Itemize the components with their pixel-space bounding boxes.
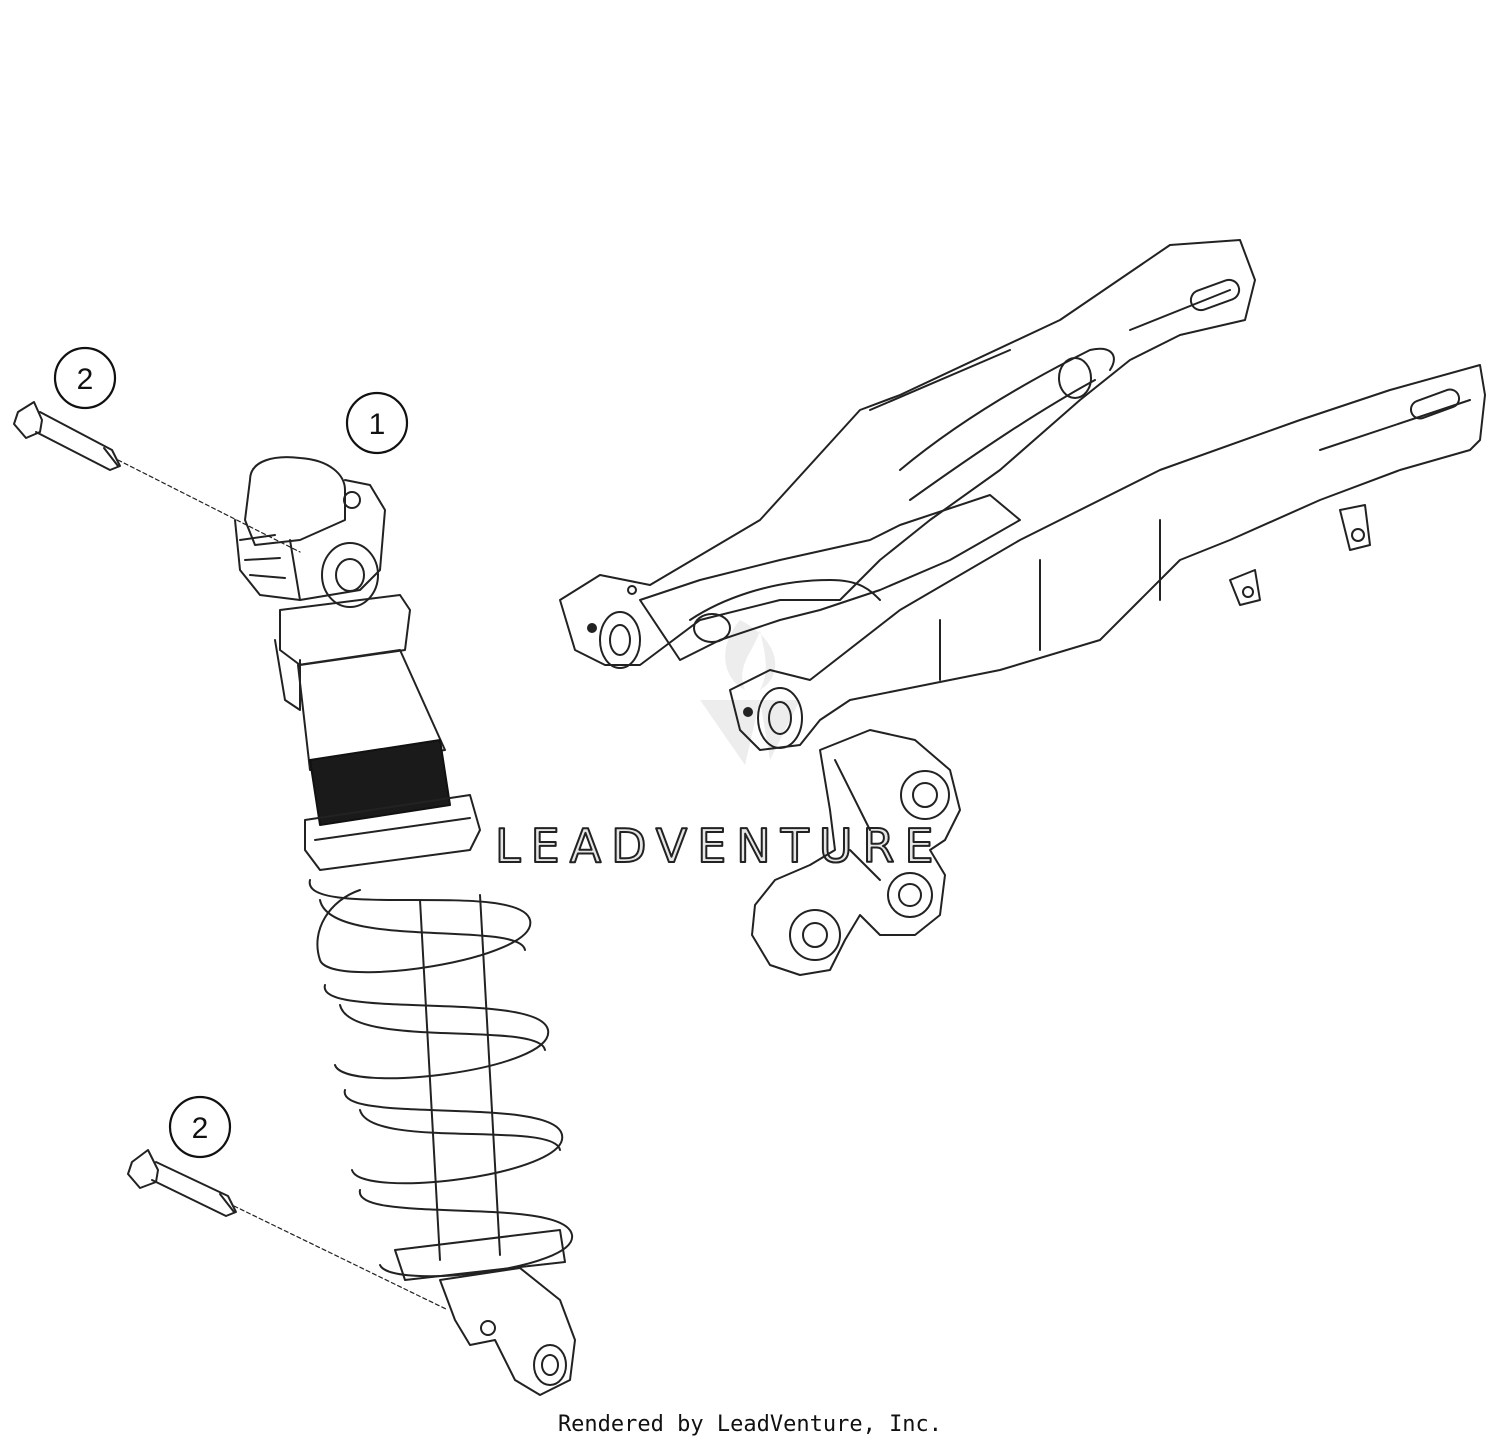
exploded-parts-diagram: LEADVENTURE — [13, 239, 1486, 1396]
swingarm — [559, 239, 1486, 751]
callout-2-upper-label: 2 — [77, 363, 94, 396]
callout-2-lower-label: 2 — [192, 1112, 209, 1145]
shock-absorber — [234, 456, 576, 1396]
footer-credit: Rendered by LeadVenture, Inc. — [557, 1412, 943, 1437]
upper-bolt — [13, 401, 301, 553]
watermark-text: LEADVENTURE — [495, 819, 944, 873]
callout-2-upper: 2 — [53, 346, 117, 410]
callout-1-label: 1 — [369, 408, 386, 441]
leadventure-watermark: LEADVENTURE — [494, 620, 944, 874]
lower-bolt — [127, 1149, 449, 1311]
callout-1: 1 — [345, 391, 409, 455]
linkage-rocker — [751, 729, 961, 976]
watermark-flame-icon — [725, 620, 776, 690]
callout-2-lower: 2 — [168, 1095, 232, 1159]
